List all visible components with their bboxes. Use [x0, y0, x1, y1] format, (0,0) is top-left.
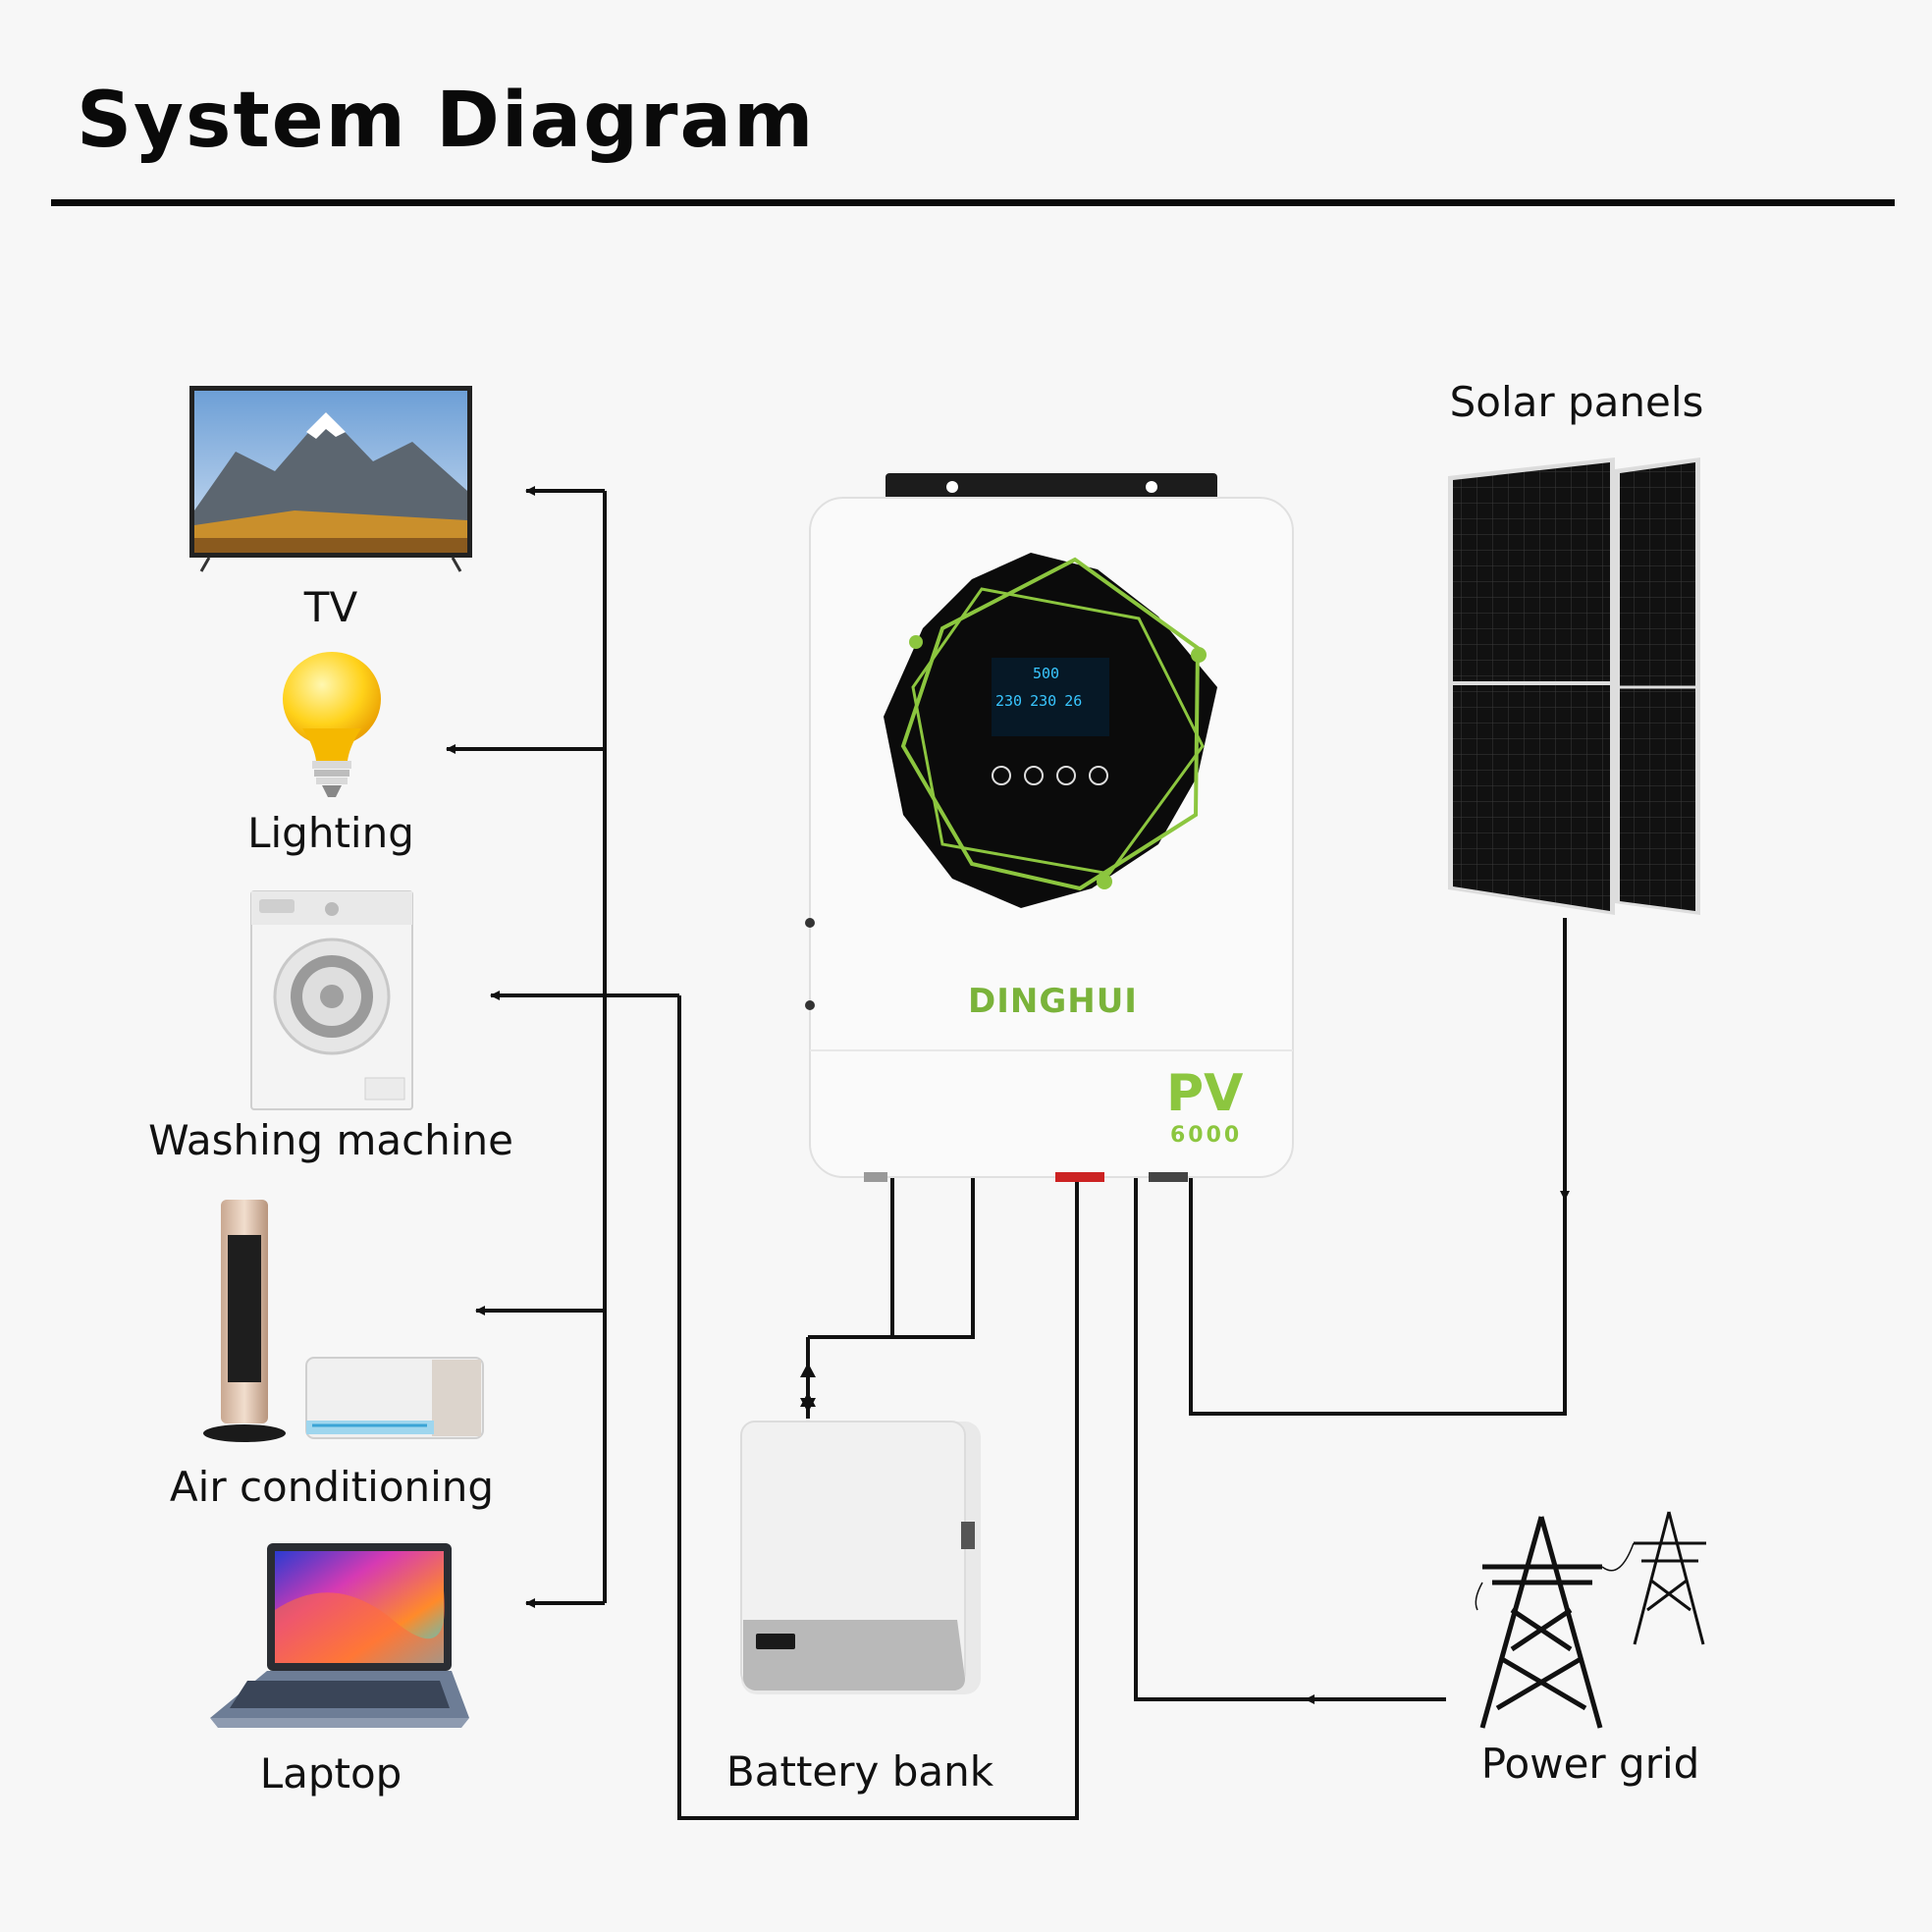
title-divider: [51, 199, 1895, 206]
battery-bank-label: Battery bank: [725, 1747, 994, 1796]
battery-wiring: [800, 1173, 975, 1419]
tv-label: TV: [303, 583, 358, 631]
lighting-label: Lighting: [247, 809, 414, 857]
inverter-model-number: 6000: [1170, 1123, 1243, 1148]
grid-wiring: [1134, 1173, 1446, 1704]
solar-panels-label: Solar panels: [1449, 378, 1704, 426]
lcd-value-3: 26: [1064, 692, 1083, 710]
lcd-top-value: 500: [1033, 665, 1060, 682]
power-grid-label: Power grid: [1480, 1740, 1700, 1788]
tv-icon: [189, 386, 472, 572]
inverter-model-prefix: PV: [1166, 1064, 1244, 1123]
solar-panels-icon: [1448, 457, 1700, 915]
lcd-value-2: 230: [1030, 692, 1057, 710]
washing-machine-label: Washing machine: [148, 1116, 513, 1164]
battery-bank-icon: [740, 1421, 981, 1694]
washing-machine-icon: [250, 890, 413, 1110]
inverter-buttons: [992, 766, 1108, 785]
light-bulb-icon: [283, 652, 381, 797]
load-bus-wiring: [446, 486, 607, 1608]
solar-wiring: [1189, 918, 1570, 1416]
lcd-value-1: 230: [995, 692, 1023, 710]
laptop-label: Laptop: [259, 1749, 402, 1798]
air-conditioning-label: Air conditioning: [169, 1463, 495, 1511]
page-title: System Diagram: [77, 77, 816, 165]
power-grid-icon: [1475, 1511, 1706, 1729]
inverter-lcd-readout: 500 230 230 26: [995, 664, 1105, 711]
inverter-output-wiring: [490, 991, 1079, 1820]
laptop-icon: [210, 1543, 469, 1728]
inverter-display-panel: [884, 553, 1217, 908]
air-conditioner-icon: [203, 1200, 484, 1442]
inverter-brand: DINGHUI: [968, 982, 1138, 1021]
